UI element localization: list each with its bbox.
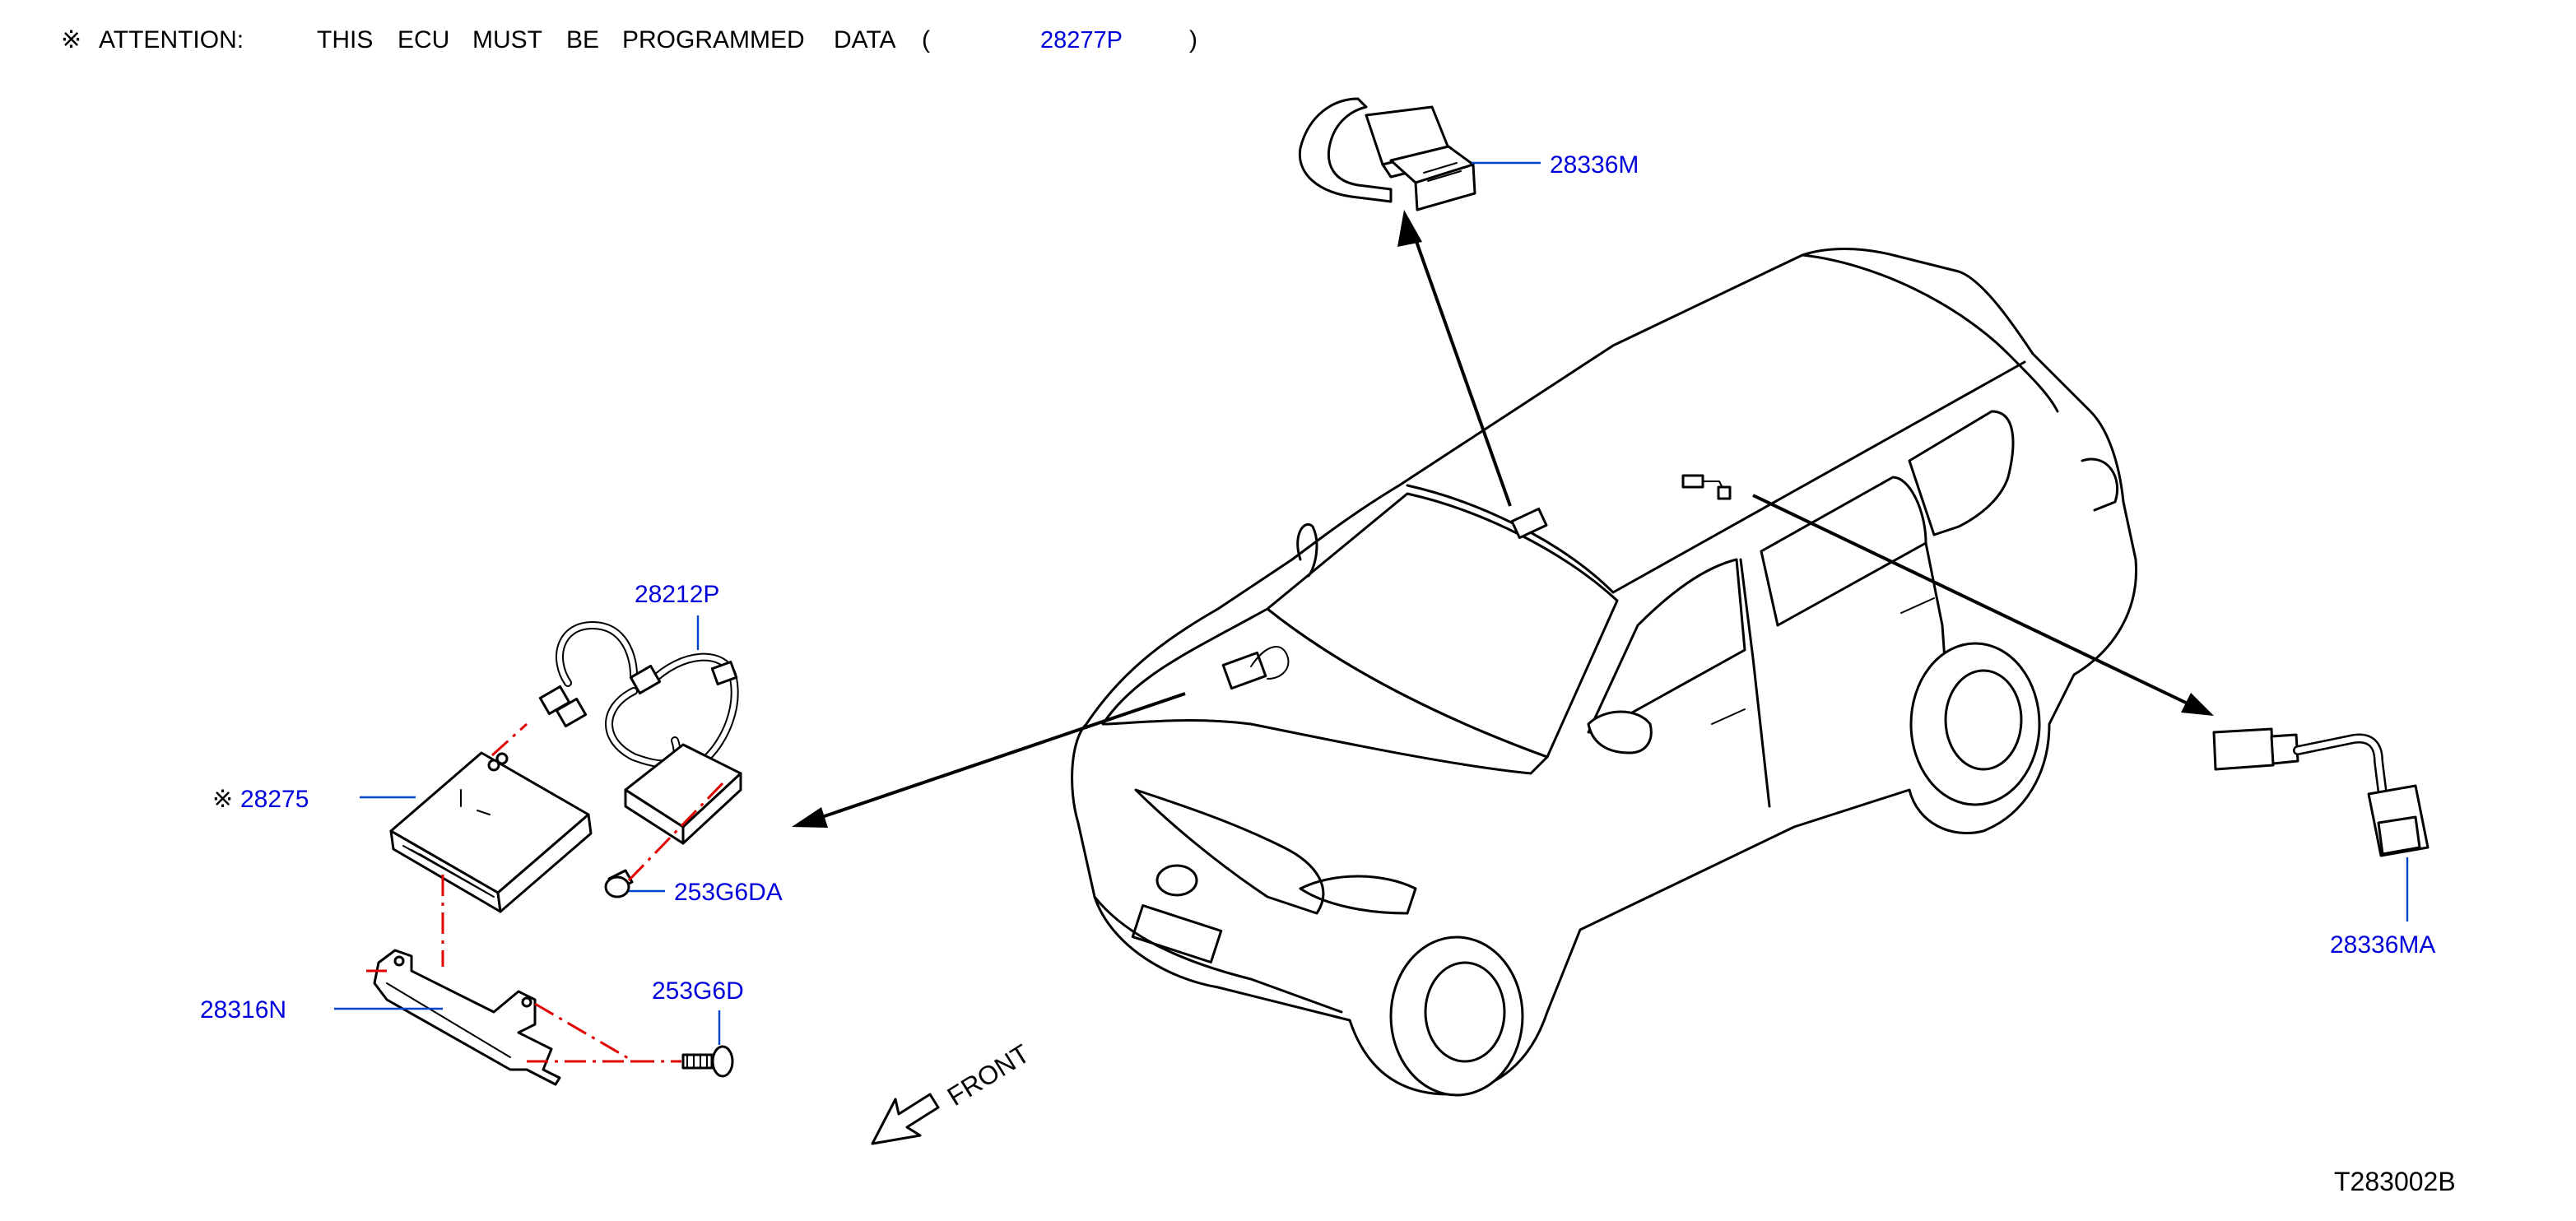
vehicle-door-seam-front <box>1739 558 1771 808</box>
diagram-id: T283002B <box>2334 1167 2456 1196</box>
vehicle-grille <box>1134 788 1325 915</box>
part-label-253G6DA[interactable]: 253G6DA <box>674 879 783 906</box>
vehicle-camera-front-location <box>1510 507 1548 540</box>
attention-word-programmed: PROGRAMMED <box>622 26 805 53</box>
part-label-253G6D[interactable]: 253G6D <box>652 977 744 1005</box>
part-253G6DA-bolt <box>604 869 634 898</box>
vehicle-illustration <box>1071 248 2138 1097</box>
attention-part-link[interactable]: 28277P <box>1040 27 1123 53</box>
attention-open-paren: ( <box>922 26 930 53</box>
attention-mark: ※ <box>61 26 81 53</box>
part-label-28336MA[interactable]: 28336MA <box>2330 931 2435 959</box>
attention-word-this: THIS <box>317 26 373 53</box>
vehicle-front-rim <box>1424 961 1506 1063</box>
part-label-28275[interactable]: 28275 <box>240 786 309 813</box>
arrow-head-28336M <box>1397 210 1422 247</box>
arrow-to-28336MA <box>1752 494 2190 706</box>
arrow-head-28336MA <box>2181 693 2214 716</box>
attention-word-be: BE <box>566 26 599 53</box>
centerline-bolt-harness <box>627 780 726 882</box>
vehicle-front-door-window <box>1587 558 1746 734</box>
vehicle-hood <box>1101 607 1549 775</box>
attention-close-paren: ) <box>1189 26 1197 53</box>
vehicle-rear-door-handle <box>1900 597 1935 614</box>
vehicle-front-door-handle <box>1711 708 1746 725</box>
part-28316N-bracket <box>373 949 561 1086</box>
pointer-arrows <box>792 210 2214 828</box>
part-28336M-illustration <box>1298 97 1476 211</box>
vehicle-quarter-window <box>1908 410 2015 536</box>
vehicle-front-bumper <box>1093 895 1343 1014</box>
assembly-centerlines <box>366 722 726 1063</box>
arrow-to-28336M <box>1412 234 1512 507</box>
vehicle-side-mirror <box>1587 710 1653 754</box>
vehicle-camera-rear-location <box>1681 474 1732 500</box>
vehicle-license-plate <box>1131 904 1223 963</box>
attention-label: ATTENTION: <box>99 26 244 53</box>
arrow-to-ecu <box>814 692 1186 821</box>
vehicle-tail-light <box>2081 457 2119 512</box>
front-indicator: FRONT <box>871 1038 1035 1145</box>
attention-header: ※ ATTENTION: THIS ECU MUST BE PROGRAMMED… <box>61 26 1197 53</box>
part-28275-ecu <box>389 751 593 913</box>
arrow-head-ecu <box>792 807 828 828</box>
part-label-28212P[interactable]: 28212P <box>635 581 719 608</box>
vehicle-ecu-location <box>1221 646 1290 690</box>
vehicle-antenna <box>1296 523 1318 578</box>
part-28336MA-illustration <box>2212 727 2430 857</box>
vehicle-headlight <box>1299 875 1417 915</box>
attention-word-must: MUST <box>472 26 542 53</box>
attention-word-ecu: ECU <box>398 26 449 53</box>
vehicle-rear-rim <box>1944 669 2023 771</box>
part-28275-mark: ※ <box>212 786 233 813</box>
part-28212P-harness <box>538 621 742 845</box>
part-label-28316N[interactable]: 28316N <box>200 996 286 1024</box>
vehicle-roof-rail <box>1801 253 2059 413</box>
part-label-28336M[interactable]: 28336M <box>1550 151 1639 179</box>
vehicle-emblem <box>1155 864 1198 897</box>
front-label: FRONT <box>942 1038 1035 1112</box>
centerline-bracket-screw <box>534 1002 681 1063</box>
front-arrow-icon <box>871 1093 940 1145</box>
part-253G6D-screw <box>681 1045 734 1078</box>
vehicle-body-outline <box>1071 248 2138 1096</box>
centerline-ecu-harness <box>491 722 528 757</box>
attention-word-data: DATA <box>834 26 896 53</box>
